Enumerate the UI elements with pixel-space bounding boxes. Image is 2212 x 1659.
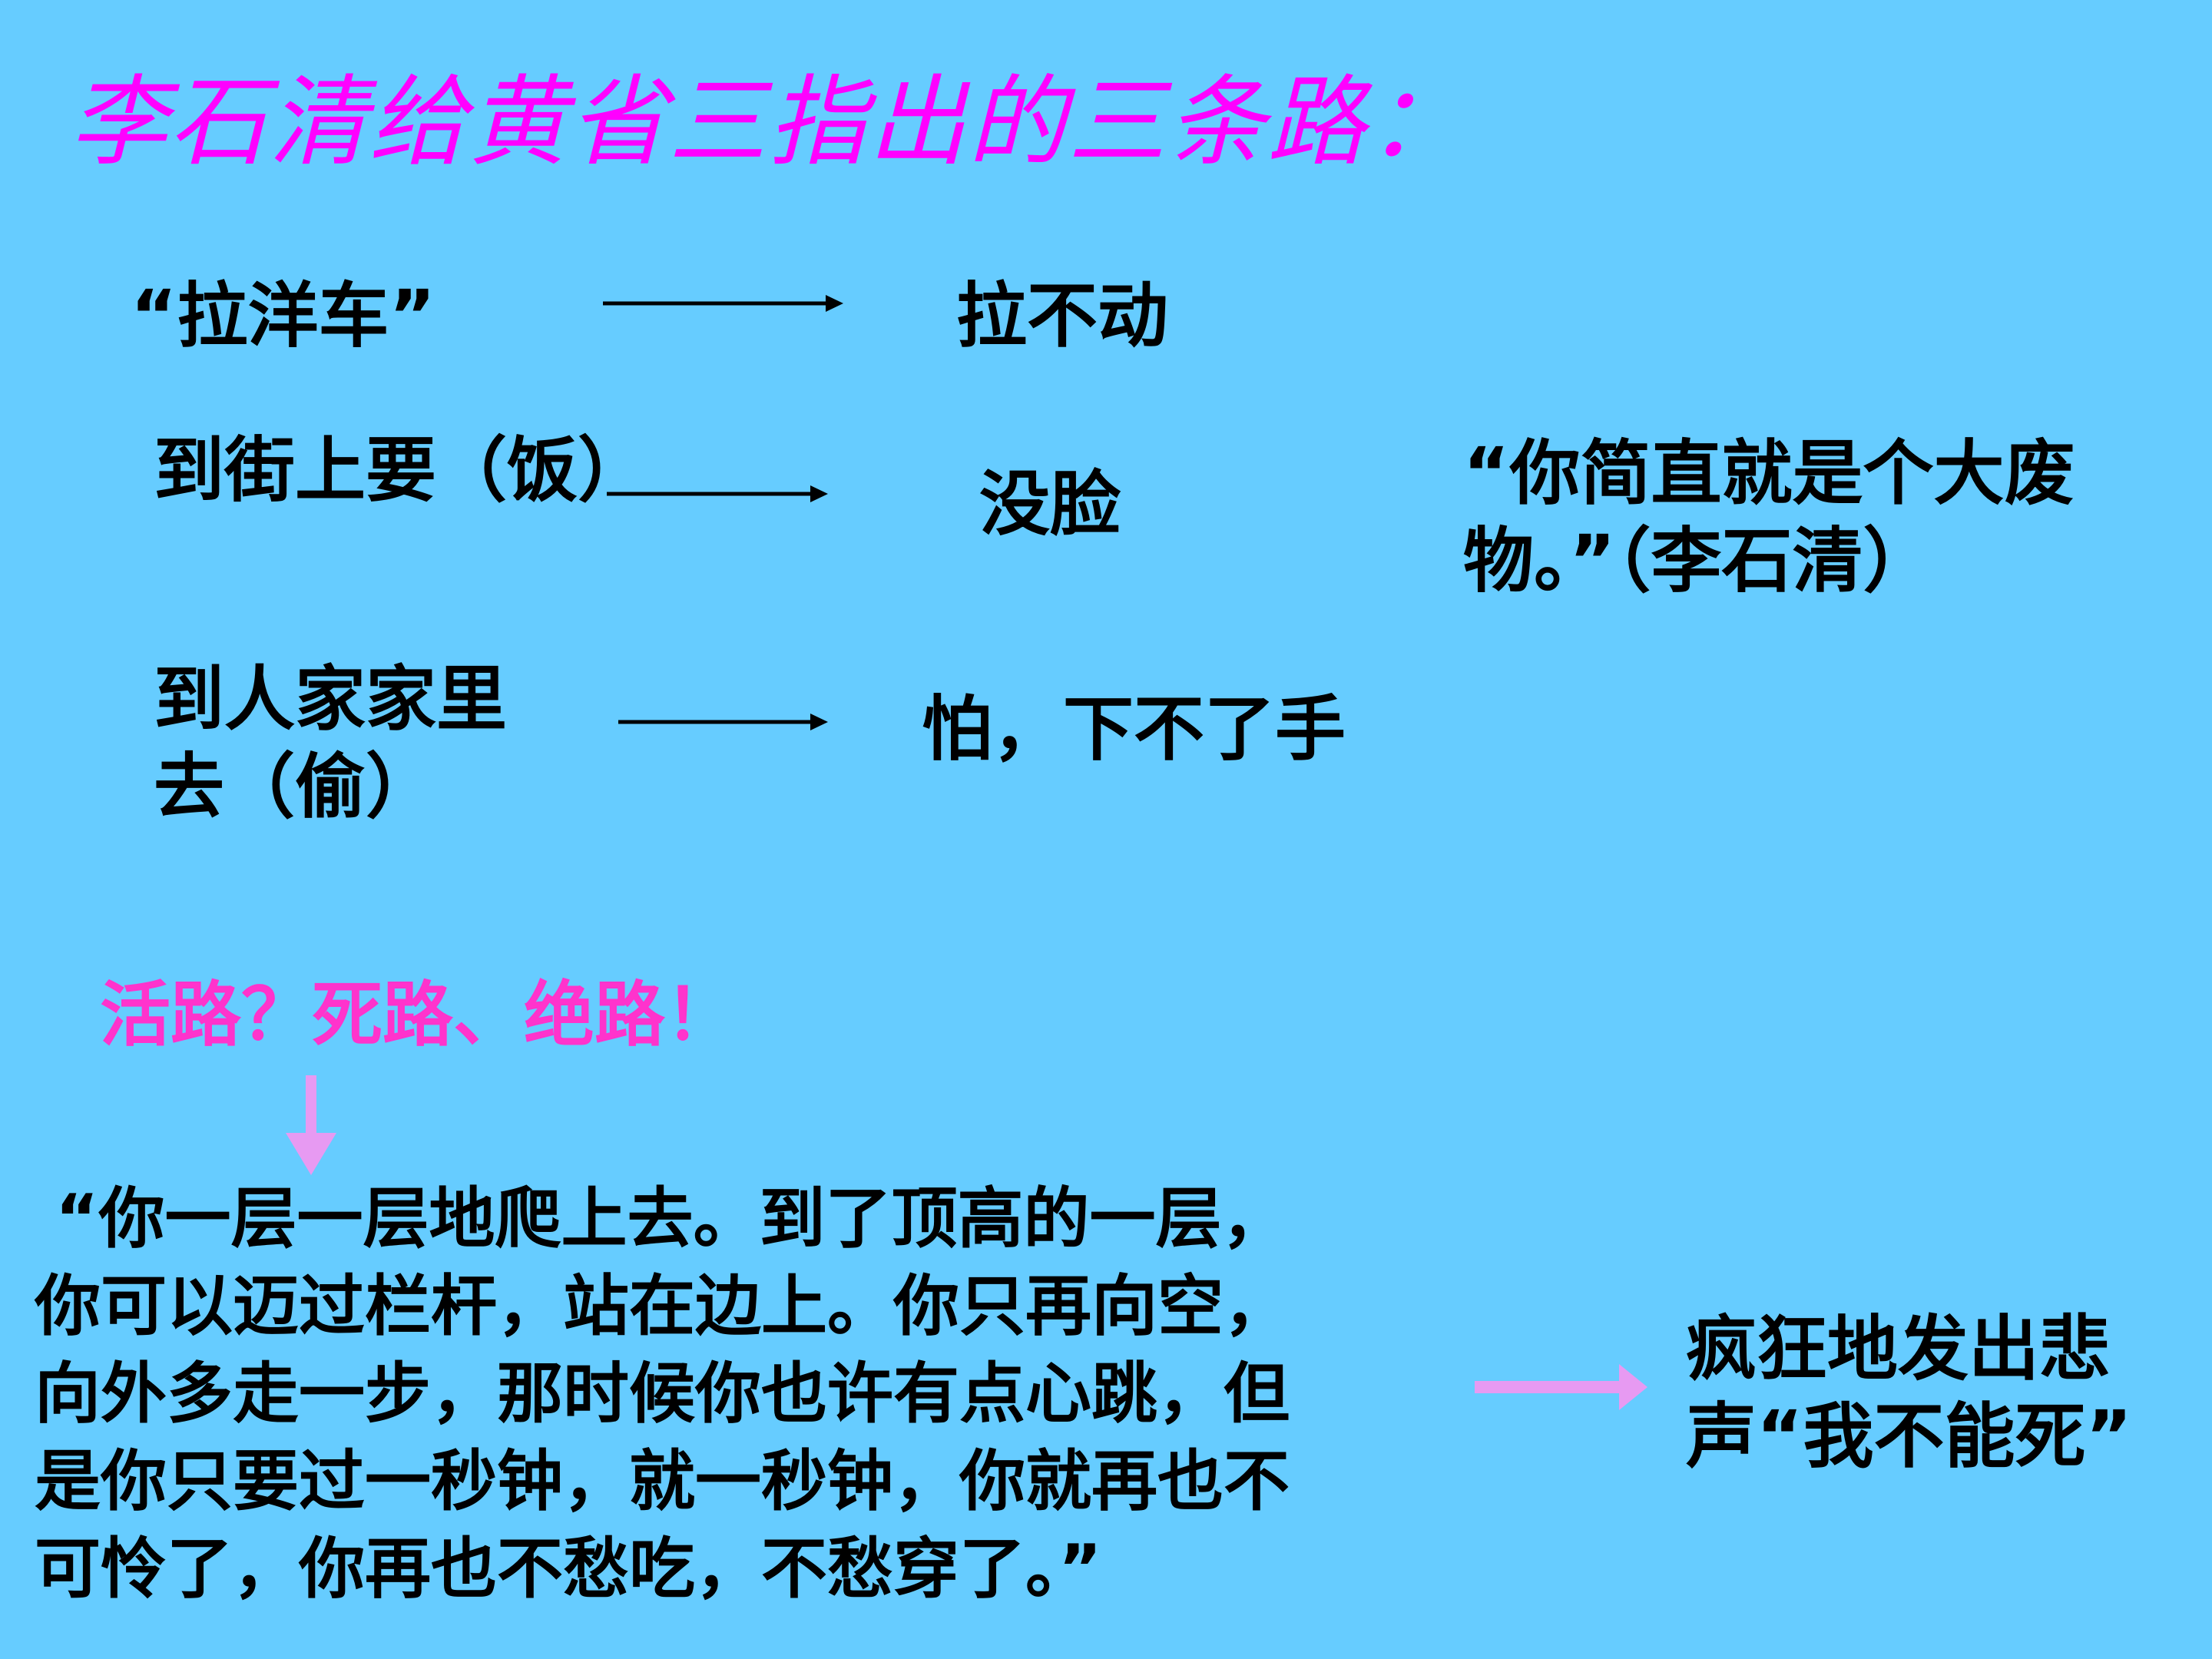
black-arrow-3: [618, 714, 828, 730]
pink-right-arrow: [1475, 1364, 1647, 1410]
quote-line-1: “你简直就是个大废: [1463, 432, 2075, 515]
paragraph-line-1: “你一层一层地爬上去。到了顶高的一层，: [55, 1181, 1288, 1257]
road-2-label: 到街上要（饭）: [154, 429, 649, 512]
quote-line-2: 物。”（李石清）: [1463, 520, 1934, 602]
road-2-result: 没脸: [979, 463, 1121, 545]
road-1-result: 拉不动: [956, 275, 1169, 357]
road-3-result: 怕，下不了手: [922, 688, 1346, 770]
subtitle: 活路？死路、绝路！: [100, 974, 737, 1056]
paragraph-line-4: 是你只要过一秒钟，就一秒钟，你就再也不: [35, 1443, 1290, 1520]
pink-down-arrow: [286, 1075, 336, 1175]
paragraph-line-5: 可怜了，你再也不愁吃，不愁穿了。”: [35, 1531, 1102, 1608]
paragraph-line-3: 向外多走一步，那时候你也许有点心跳，但: [35, 1356, 1290, 1432]
black-arrow-1: [603, 295, 843, 312]
result-line-1: 疯狂地发出悲: [1686, 1308, 2111, 1390]
result-line-2: 声“我不能死”: [1686, 1396, 2132, 1478]
road-3-label-line2: 去（偷）: [154, 746, 437, 828]
road-3-label-line1: 到人家家里: [154, 658, 508, 740]
paragraph-line-2: 你可以迈过栏杆，站在边上。你只再向空，: [35, 1268, 1290, 1345]
road-1-label: “拉洋车”: [131, 275, 435, 357]
slide-title: 李石清给黄省三指出的三条路：: [69, 65, 1468, 180]
